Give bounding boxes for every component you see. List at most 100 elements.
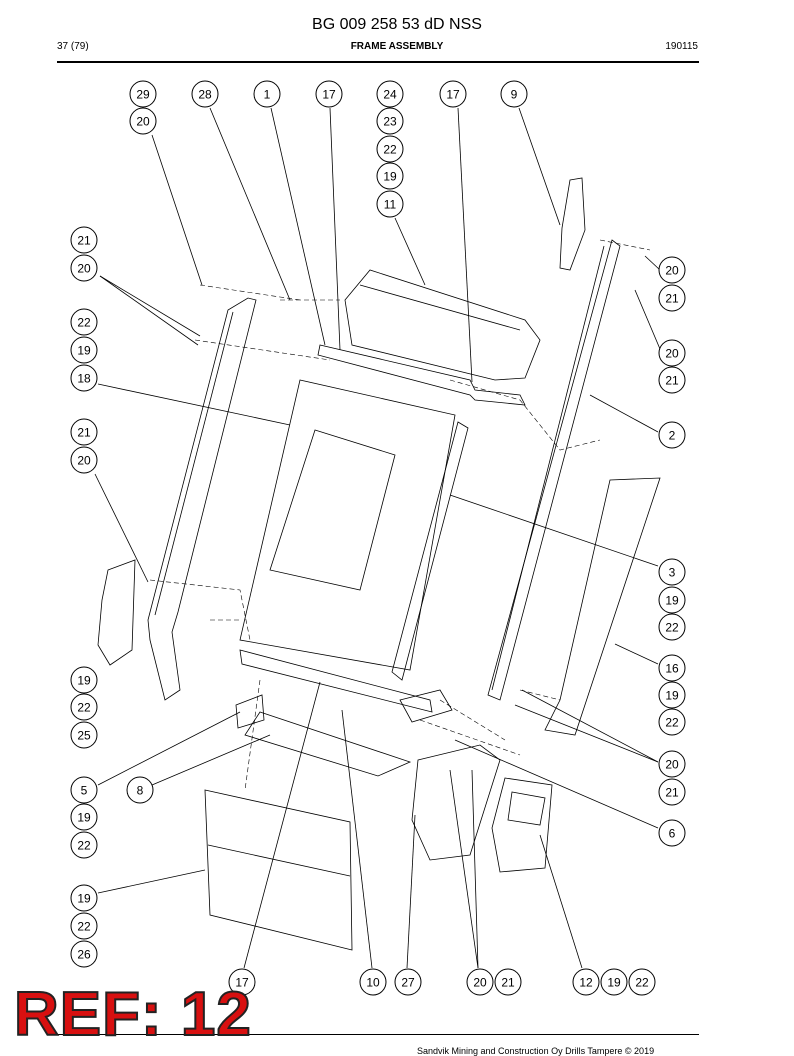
callout-label: 17	[322, 88, 336, 102]
callout-21: 21	[70, 418, 98, 446]
callout-21: 21	[658, 366, 686, 394]
callout-label: 21	[77, 426, 91, 440]
callout-22: 22	[70, 831, 98, 859]
callout-label: 5	[81, 784, 88, 798]
callout-22: 22	[70, 308, 98, 336]
part-center-panel	[239, 379, 456, 671]
callout-label: 21	[501, 976, 515, 990]
callout-label: 16	[665, 662, 679, 676]
callout-label: 20	[473, 976, 487, 990]
callout-label: 17	[235, 976, 249, 990]
document-title: BG 009 258 53 dD NSS	[312, 16, 482, 33]
callout-19: 19	[70, 336, 98, 364]
callout-label: 24	[383, 88, 397, 102]
callout-22: 22	[70, 693, 98, 721]
page-number: 37 (79)	[57, 41, 89, 52]
callout-label: 20	[77, 454, 91, 468]
callout-label: 21	[665, 786, 679, 800]
footer-copyright: Sandvik Mining and Construction Oy Drill…	[417, 1046, 655, 1056]
callout-28: 28	[191, 80, 219, 108]
callout-label: 19	[77, 811, 91, 825]
part-side-cover	[411, 744, 501, 861]
callout-12: 12	[572, 968, 600, 996]
part-panel-16	[544, 477, 661, 736]
part-left-hinge	[97, 559, 136, 666]
callout-23: 23	[376, 107, 404, 135]
callout-17: 17	[315, 80, 343, 108]
callout-11: 11	[376, 190, 404, 218]
part-front-panel	[204, 789, 353, 951]
callout-label: 26	[77, 948, 91, 962]
part-bracket-9	[559, 177, 586, 271]
callout-27: 27	[394, 968, 422, 996]
callout-25: 25	[70, 721, 98, 749]
callout-label: 22	[77, 316, 91, 330]
callout-20: 20	[466, 968, 494, 996]
callout-20: 20	[658, 256, 686, 284]
callout-22: 22	[628, 968, 656, 996]
callout-label: 19	[607, 976, 621, 990]
callout-19: 19	[376, 162, 404, 190]
callout-22: 22	[658, 613, 686, 641]
section-title: FRAME ASSEMBLY	[350, 41, 444, 52]
callout-19: 19	[70, 884, 98, 912]
callout-label: 28	[198, 88, 212, 102]
leader-lines	[94, 107, 661, 969]
callout-label: 20	[136, 115, 150, 129]
callout-label: 20	[665, 264, 679, 278]
callout-label: 19	[77, 674, 91, 688]
callout-17: 17	[228, 968, 256, 996]
part-lower-beam	[239, 649, 433, 713]
callout-label: 6	[669, 827, 676, 841]
callout-label: 19	[77, 344, 91, 358]
callout-label: 19	[77, 892, 91, 906]
callout-21: 21	[70, 226, 98, 254]
callout-21: 21	[658, 778, 686, 806]
callout-19: 19	[658, 681, 686, 709]
callout-label: 22	[77, 701, 91, 715]
part-top-bar	[317, 344, 526, 406]
callout-21: 21	[494, 968, 522, 996]
callout-21: 21	[658, 284, 686, 312]
part-beam-2	[487, 239, 621, 701]
callout-label: 22	[665, 621, 679, 635]
callout-3: 3	[658, 558, 686, 586]
assembly-lines	[149, 239, 651, 791]
callout-1: 1	[253, 80, 281, 108]
callout-22: 22	[70, 912, 98, 940]
callout-20: 20	[129, 107, 157, 135]
callout-22: 22	[658, 708, 686, 736]
callout-2: 2	[658, 421, 686, 449]
callout-label: 20	[665, 758, 679, 772]
callout-label: 20	[77, 262, 91, 276]
callout-label: 19	[665, 594, 679, 608]
callout-label: 19	[665, 689, 679, 703]
callout-label: 23	[383, 115, 397, 129]
callout-18: 18	[70, 364, 98, 392]
callout-19: 19	[70, 666, 98, 694]
part-plate-8	[244, 711, 412, 777]
callout-label: 8	[137, 784, 144, 798]
diagram-parts	[97, 177, 661, 951]
callout-9: 9	[500, 80, 528, 108]
callout-20: 20	[70, 254, 98, 282]
callout-label: 22	[635, 976, 649, 990]
callout-label: 1	[264, 88, 271, 102]
part-plate-5	[235, 694, 265, 729]
callout-19: 19	[658, 586, 686, 614]
callout-16: 16	[658, 654, 686, 682]
callout-label: 18	[77, 372, 91, 386]
callout-6: 6	[658, 819, 686, 847]
part-panel-window	[269, 429, 396, 591]
part-beam-3	[391, 421, 469, 681]
callout-26: 26	[70, 940, 98, 968]
callout-17: 17	[439, 80, 467, 108]
callout-label: 11	[384, 198, 397, 212]
callout-label: 21	[665, 292, 679, 306]
reference-stamp: REF: 12	[13, 980, 252, 1049]
callout-5: 5	[70, 776, 98, 804]
callout-label: 25	[77, 729, 91, 743]
callout-label: 22	[665, 716, 679, 730]
